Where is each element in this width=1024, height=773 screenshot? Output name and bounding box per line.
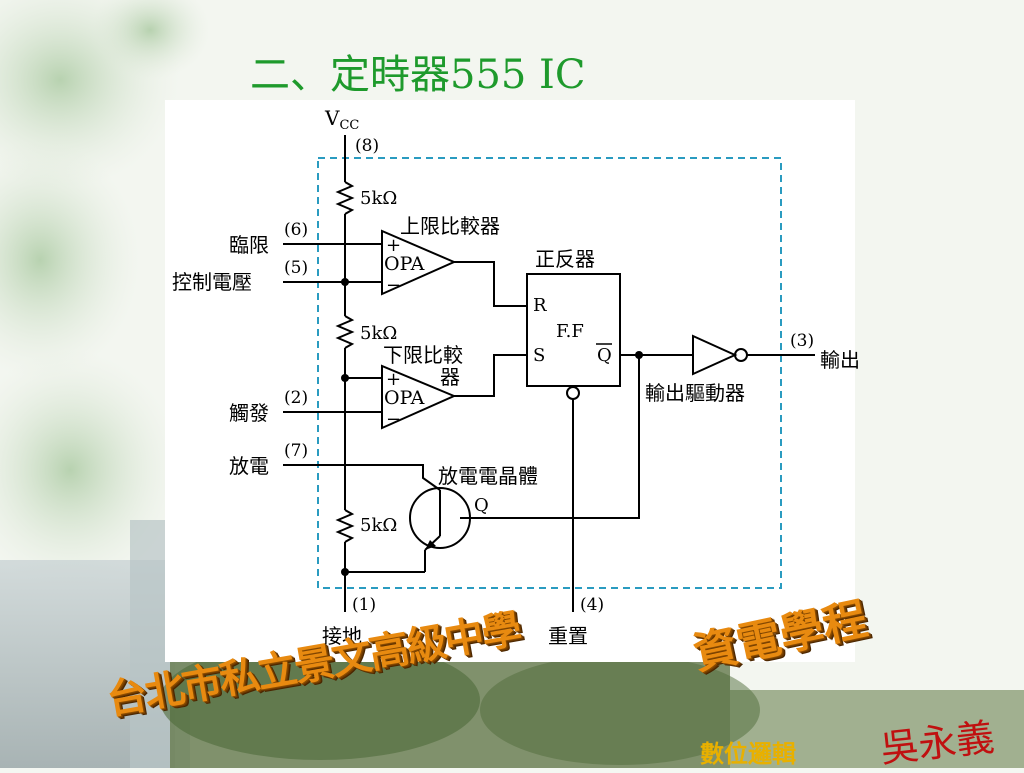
upper-comparator-symbol [381, 229, 457, 296]
upper-comparator-label: 上限比較器 [400, 214, 500, 238]
flipflop-box [526, 273, 621, 387]
lower-opa: OPA [384, 387, 425, 409]
output-driver-symbol [692, 334, 738, 376]
lower-comparator-label-1: 下限比較 [383, 343, 463, 367]
chip-boundary [317, 157, 782, 589]
pin-1: (1) [352, 595, 376, 615]
reset-label: 重置 [548, 624, 588, 648]
pin-7: (7) [284, 441, 308, 461]
output-driver-label: 輸出驅動器 [645, 381, 745, 405]
resistor-2 [335, 315, 355, 349]
pin-3: (3) [790, 331, 814, 351]
discharge-label: 放電 [229, 454, 269, 478]
lower-plus: + [386, 369, 401, 390]
trigger-label: 觸發 [229, 401, 269, 425]
flipflop-label: 正反器 [535, 247, 595, 271]
ground-label: 接地 [322, 624, 362, 648]
ff-name: F.F [556, 321, 584, 342]
course-label: 數位邏輯 [700, 740, 796, 768]
pin-8: (8) [355, 136, 379, 156]
ff-r: R [533, 295, 547, 316]
threshold-label: 臨限 [229, 233, 269, 257]
vcc-label: VCC [324, 106, 359, 133]
pin-4: (4) [580, 595, 604, 615]
discharge-transistor [409, 487, 471, 549]
resistor-label-1: 5kΩ [360, 188, 397, 209]
lower-minus: − [386, 409, 401, 430]
pin-6: (6) [284, 220, 308, 240]
pin-2: (2) [284, 388, 308, 408]
transistor-label: 放電電晶體 [438, 464, 538, 488]
resistor-label-3: 5kΩ [360, 515, 397, 536]
slide-title: 二、定時器555 IC [250, 52, 586, 98]
upper-opa: OPA [384, 253, 425, 275]
lower-comparator-label-2: 器 [440, 365, 460, 389]
upper-plus: + [386, 235, 401, 256]
output-label: 輸出 [820, 348, 860, 372]
ff-s: S [533, 345, 545, 366]
pin-5: (5) [284, 258, 308, 278]
reset-bubble [566, 386, 580, 400]
control-voltage-label: 控制電壓 [172, 270, 252, 294]
transistor-q: Q [474, 495, 489, 516]
resistor-1 [335, 181, 355, 215]
upper-minus: − [386, 275, 401, 296]
lower-comparator-symbol [381, 364, 457, 430]
resistor-3 [335, 509, 355, 543]
ff-q: Q [597, 345, 612, 366]
resistor-label-2: 5kΩ [360, 323, 397, 344]
